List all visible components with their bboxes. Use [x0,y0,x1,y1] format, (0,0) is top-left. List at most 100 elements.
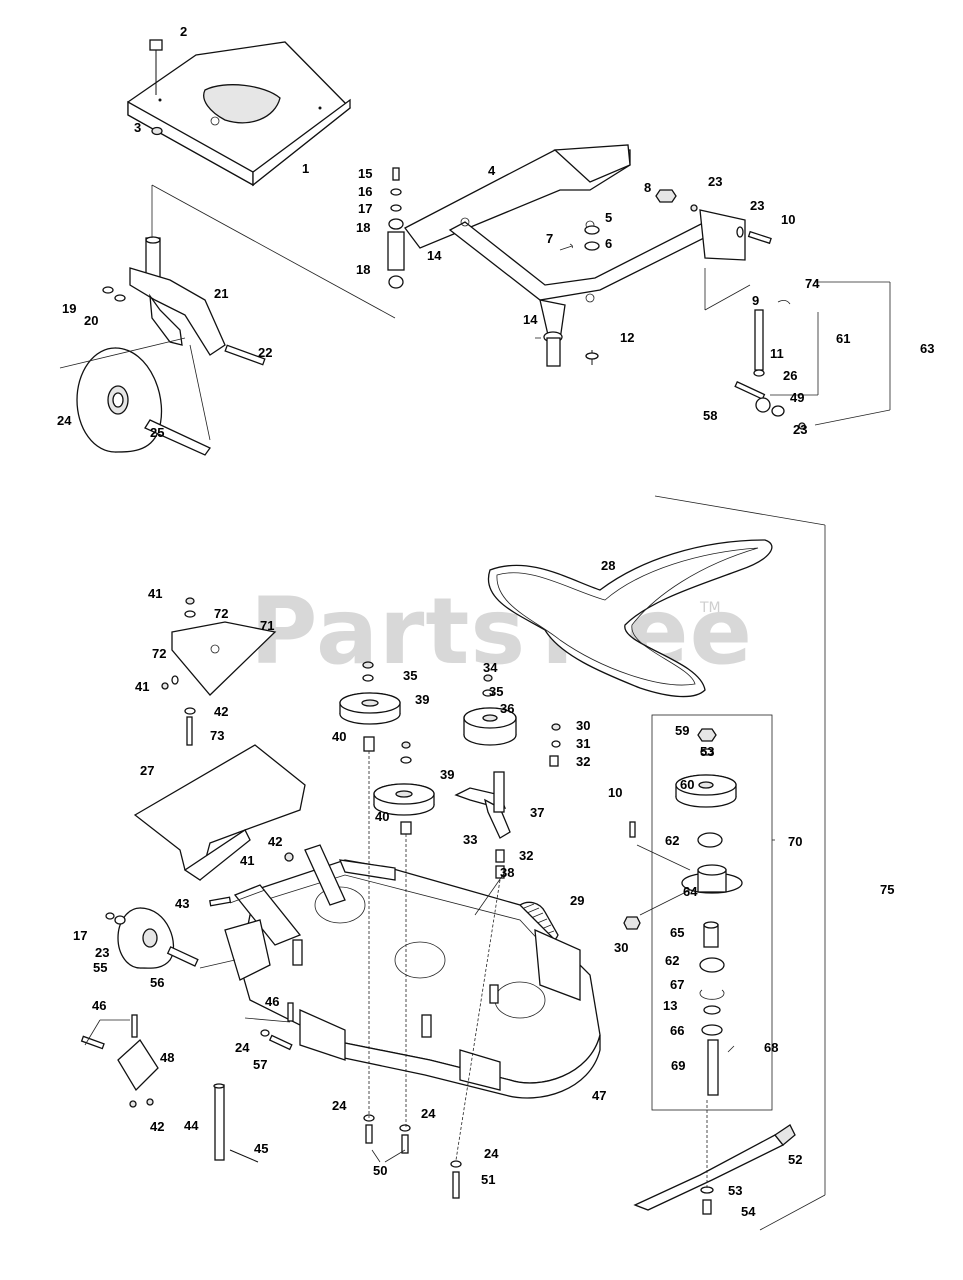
top-callout-12: 12 [620,330,634,345]
anti-scalp-wheel [105,907,199,969]
top-callout-23: 23 [708,174,722,189]
bottom-callout-42: 42 [214,704,228,719]
bottom-callout-39: 39 [415,692,429,707]
bottom-callout-24: 24 [332,1098,347,1113]
bottom-callout-52: 52 [788,1152,802,1167]
bottom-callout-23: 23 [95,945,109,960]
bottom-callout-75: 75 [880,882,894,897]
bottom-callout-56: 56 [150,975,164,990]
bottom-callout-38: 38 [500,865,514,880]
caster-wheel [76,347,211,456]
bottom-callout-42: 42 [150,1119,164,1134]
bottom-callout-71: 71 [260,618,274,633]
bottom-callout-40: 40 [332,729,346,744]
bottom-callout-40: 40 [375,809,389,824]
bottom-callout-23: 23 [793,422,807,437]
top-callout-8: 8 [644,180,651,195]
top-callout-21: 21 [214,286,228,301]
bottom-callout-65: 65 [670,925,684,940]
bottom-callout-72: 72 [214,606,228,621]
bottom-callout-59: 59 [675,723,689,738]
bottom-callout-62: 62 [665,833,679,848]
bottom-callout-36: 36 [500,701,514,716]
bottom-callout-30: 30 [614,940,628,955]
bottom-callout-17: 17 [73,928,87,943]
top-callout-7: 7 [546,231,553,246]
deck-cover [127,41,351,187]
bottom-callout-13: 13 [663,998,677,1013]
mower-frame [404,144,746,367]
top-callout-10: 10 [781,212,795,227]
top-callout-18: 18 [356,262,370,277]
bottom-callout-68: 68 [764,1040,778,1055]
bottom-callout-41: 41 [135,679,149,694]
bottom-callout-43: 43 [175,896,189,911]
bottom-callout-42: 42 [268,834,282,849]
bottom-callout-55: 55 [93,960,107,975]
bottom-callout-35: 35 [489,684,503,699]
top-callout-1: 1 [302,161,309,176]
top-callout-20: 20 [84,313,98,328]
bottom-callout-10: 10 [608,785,622,800]
bottom-callout-72: 72 [152,646,166,661]
top-callout-74: 74 [805,276,820,291]
mower-deck [224,844,601,1099]
bottom-callout-69: 69 [671,1058,685,1073]
top-callout-16: 16 [358,184,372,199]
top-leaders [59,184,891,441]
bottom-callout-46: 46 [265,994,279,1009]
top-callout-63: 63 [920,341,934,356]
top-callout-19: 19 [62,301,76,316]
top-callout-17: 17 [358,201,372,216]
bottom-callout-28: 28 [601,558,615,573]
bottom-callout-39: 39 [440,767,454,782]
bottom-callout-33: 33 [463,832,477,847]
bottom-callout-32: 32 [576,754,590,769]
bottom-callout-41: 41 [148,586,162,601]
bottom-callout-30: 30 [576,718,590,733]
top-callout-5: 5 [605,210,612,225]
caster-fork [102,236,266,366]
bottom-callout-32: 32 [519,848,533,863]
bottom-callout-24: 24 [421,1106,436,1121]
bottom-callout-37: 37 [530,805,544,820]
bottom-callout-64: 64 [683,884,698,899]
top-callout-4: 4 [488,163,496,178]
bottom-callout-60: 60 [680,777,694,792]
top-callout-6: 6 [605,236,612,251]
bottom-callout-45: 45 [254,1141,268,1156]
top-callout-2: 2 [180,24,187,39]
bottom-callout-48: 48 [160,1050,174,1065]
top-callout-61: 61 [836,331,850,346]
top-callout-24: 24 [57,413,72,428]
bottom-callout-35: 35 [403,668,417,683]
bottom-leaders [84,495,826,1231]
pivot-stack [387,167,405,289]
top-callout-26: 26 [783,368,797,383]
bottom-callout-41: 41 [240,853,254,868]
bottom-callout-50: 50 [373,1163,387,1178]
bottom-callout-62: 62 [665,953,679,968]
bottom-callout-24: 24 [484,1146,499,1161]
bottom-callout-57: 57 [253,1057,267,1072]
top-callout-15: 15 [358,166,372,181]
bottom-callout-70: 70 [788,834,802,849]
bottom-callout-54: 54 [741,1204,756,1219]
top-callout-11: 11 [770,346,784,361]
bottom-callout-24: 24 [235,1040,250,1055]
callout-labels: 1234567891011121414151617181819202122232… [57,24,934,1219]
bottom-callout-53: 53 [700,744,714,759]
bottom-callout-73: 73 [210,728,224,743]
pulleys [339,661,517,835]
bottom-callout-27: 27 [140,763,154,778]
bottom-callout-53: 53 [728,1183,742,1198]
top-callout-25: 25 [150,425,164,440]
top-callout-58: 58 [703,408,717,423]
top-callout-14: 14 [523,312,538,327]
bottom-callout-29: 29 [570,893,584,908]
top-callout-3: 3 [134,120,141,135]
top-callout-14: 14 [427,248,442,263]
bottom-callout-51: 51 [481,1172,495,1187]
